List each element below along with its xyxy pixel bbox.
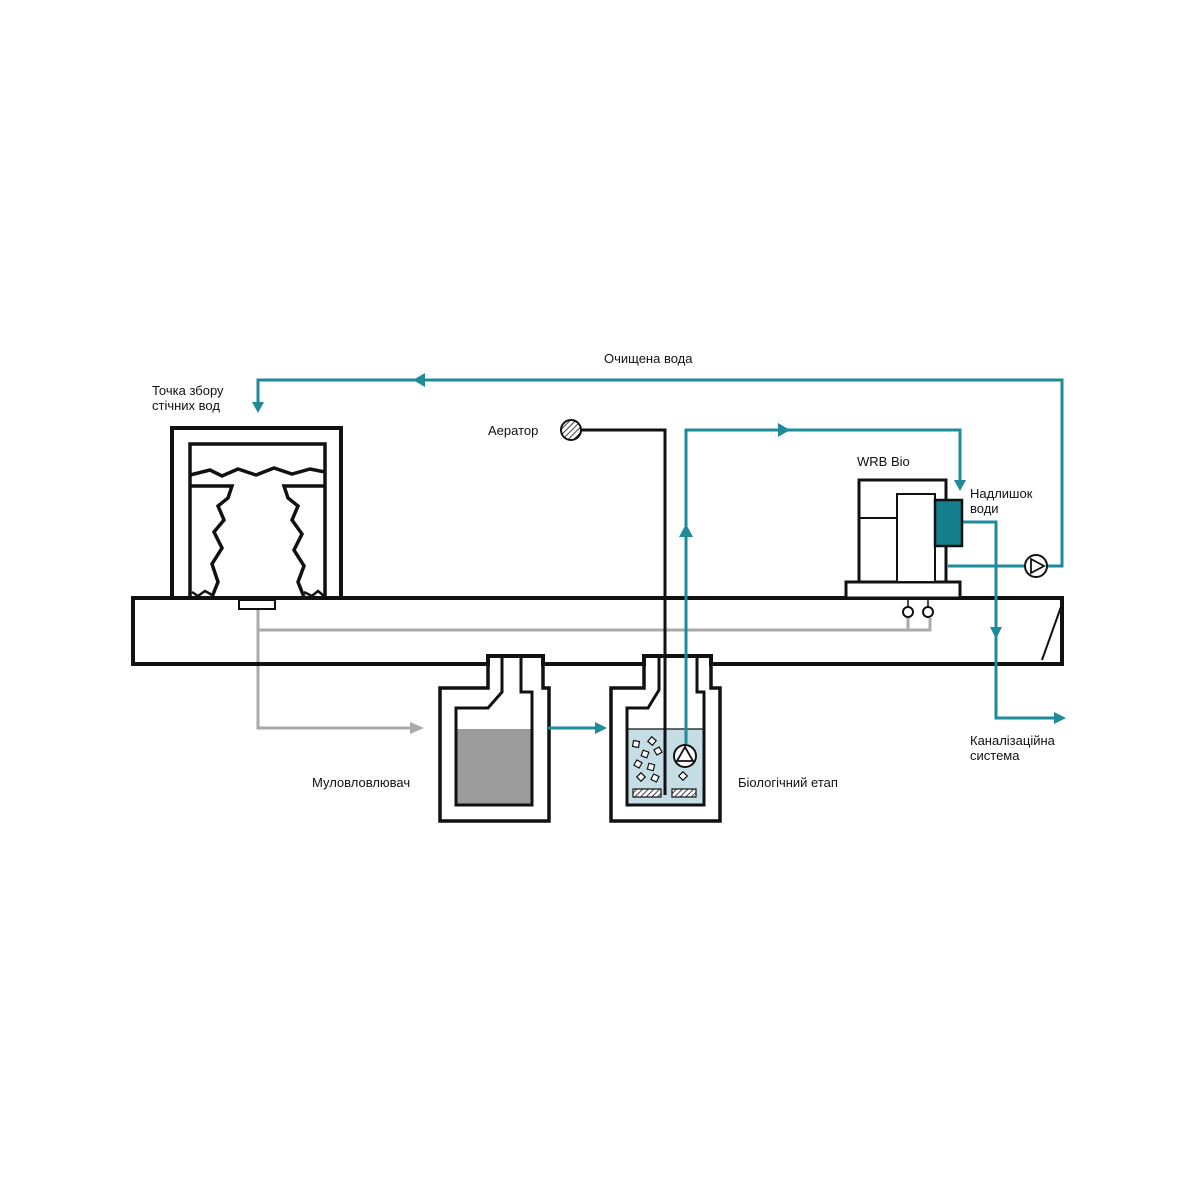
aerator-line	[580, 428, 667, 795]
sewer-label-line1: Каналізаційна	[970, 733, 1055, 748]
pump-icon	[1024, 554, 1048, 578]
arrow-icon	[679, 524, 693, 537]
treated-water-pipes	[256, 378, 1064, 744]
grey-drain-pipes	[256, 610, 932, 730]
collection-point-label-line1: Точка збору	[152, 383, 224, 398]
pump-icon	[673, 744, 697, 768]
excess-water-label-line1: Надлишок	[970, 486, 1033, 501]
collection-point-label-line2: стічних вод	[152, 398, 220, 413]
arrow-icon	[252, 402, 264, 413]
wrb-bio-unit	[844, 478, 964, 618]
arrow-icon	[413, 373, 425, 387]
arrow-icon	[990, 627, 1002, 639]
bio-carriers	[631, 735, 689, 783]
flow-arrows	[252, 373, 1066, 734]
aerator-label: Аератор	[488, 423, 539, 438]
excess-water-label: Надлишок води	[970, 486, 1032, 516]
wrb-bio-label: WRB Bio	[857, 454, 910, 469]
sewer-label-line2: система	[970, 748, 1020, 763]
collection-point-structure	[170, 426, 343, 610]
arrow-icon	[410, 722, 424, 734]
collection-point-label: Точка збору стічних вод	[152, 383, 224, 413]
arrow-icon	[778, 423, 790, 437]
arrow-icon	[954, 480, 966, 491]
arrow-icon	[595, 722, 607, 734]
sludge-trap-tank	[438, 654, 551, 823]
excess-water-label-line2: води	[970, 501, 999, 516]
aerator-icon	[560, 419, 582, 441]
arrow-icon	[1054, 712, 1066, 724]
sludge-trap-label: Муловловлювач	[312, 775, 411, 790]
sewer-label: Каналізаційна система	[970, 733, 1055, 763]
bio-stage-label: Біологічний етап	[738, 775, 838, 790]
treated-water-label: Очищена вода	[604, 351, 693, 366]
